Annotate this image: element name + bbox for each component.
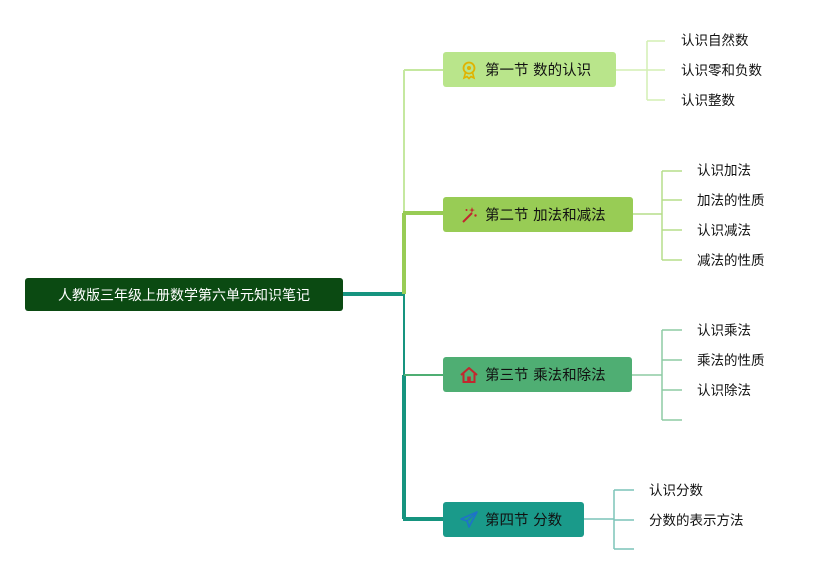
branch-topic-4[interactable]: 第四节 分数 bbox=[443, 502, 584, 537]
root-topic[interactable]: 人教版三年级上册数学第六单元知识笔记 bbox=[25, 278, 343, 311]
home-icon bbox=[459, 365, 479, 385]
leaf-4-1[interactable]: 认识分数 bbox=[649, 483, 703, 499]
branch-4-leaf-links bbox=[584, 489, 634, 550]
branch-topic-2-label: 第二节 加法和减法 bbox=[485, 208, 606, 224]
leaf-3-1[interactable]: 认识乘法 bbox=[697, 323, 751, 339]
leaf-3-3[interactable]: 认识除法 bbox=[697, 383, 751, 399]
paper-plane-icon bbox=[459, 510, 479, 530]
leaf-1-3[interactable]: 认识整数 bbox=[681, 93, 735, 109]
leaf-1-2[interactable]: 认识零和负数 bbox=[681, 63, 762, 79]
root-topic-label: 人教版三年级上册数学第六单元知识笔记 bbox=[58, 287, 310, 304]
leaf-4-2[interactable]: 分数的表示方法 bbox=[649, 513, 744, 529]
award-ribbon-icon bbox=[459, 60, 479, 80]
leaf-2-1[interactable]: 认识加法 bbox=[697, 163, 751, 179]
branch-topic-1[interactable]: 第一节 数的认识 bbox=[443, 52, 616, 87]
leaf-1-1[interactable]: 认识自然数 bbox=[681, 33, 749, 49]
magic-wand-icon bbox=[459, 205, 479, 225]
leaf-2-4[interactable]: 减法的性质 bbox=[697, 253, 765, 269]
branch-topic-1-label: 第一节 数的认识 bbox=[485, 63, 592, 79]
branch-topic-3[interactable]: 第三节 乘法和除法 bbox=[443, 357, 632, 392]
leaf-3-2[interactable]: 乘法的性质 bbox=[697, 353, 765, 369]
branch-3-leaf-links bbox=[632, 329, 682, 421]
branch-topic-3-label: 第三节 乘法和除法 bbox=[485, 368, 606, 384]
branch-topic-2[interactable]: 第二节 加法和减法 bbox=[443, 197, 633, 232]
branch-1-leaf-links bbox=[616, 40, 665, 101]
branch-topic-4-label: 第四节 分数 bbox=[485, 513, 563, 529]
leaf-2-3[interactable]: 认识减法 bbox=[697, 223, 751, 239]
leaf-2-2[interactable]: 加法的性质 bbox=[697, 193, 765, 209]
branch-2-leaf-links bbox=[633, 170, 682, 261]
